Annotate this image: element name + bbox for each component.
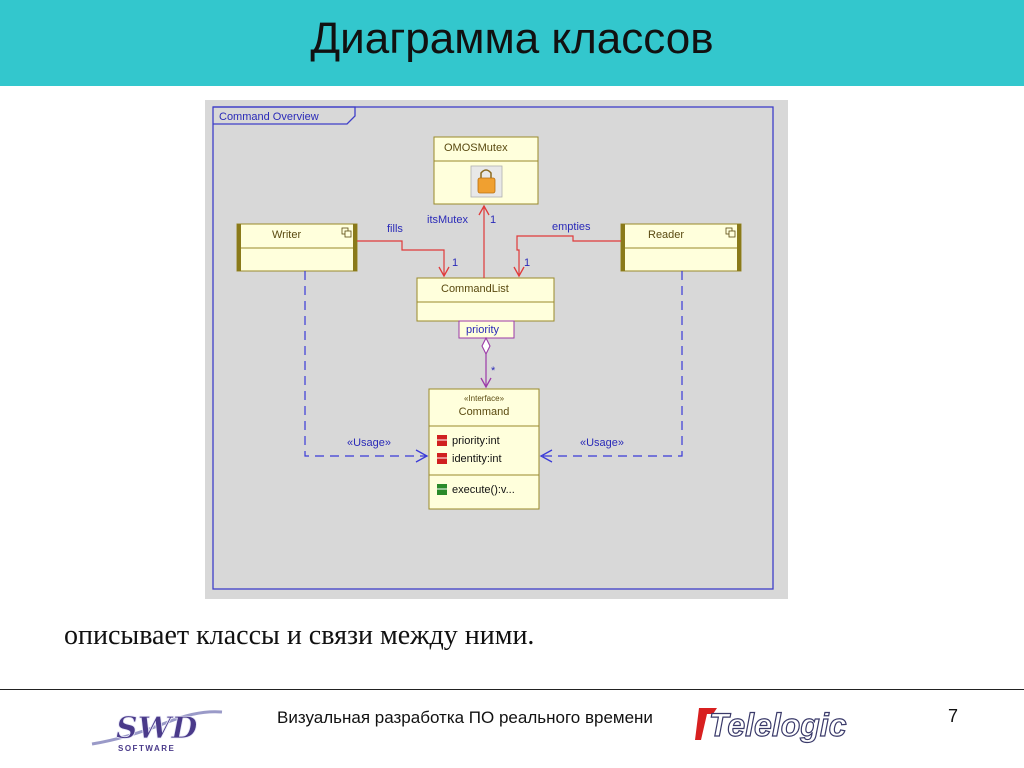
slide-caption: описывает классы и связи между ними. [64, 620, 535, 651]
attribute-icon [437, 435, 447, 446]
label-empties: empties [552, 221, 591, 233]
commandlist-name: CommandList [441, 283, 509, 295]
label-usage-right: «Usage» [580, 437, 624, 449]
active-class-icon [341, 227, 352, 238]
title-bar [0, 0, 1024, 86]
slide-title: Диаграмма классов [310, 14, 714, 63]
omosmutex-name: OMOSMutex [444, 142, 508, 154]
svg-text:SWD: SWD [116, 711, 197, 746]
class-reader[interactable]: Reader [620, 223, 742, 272]
attribute-icon [437, 453, 447, 464]
attribute-priority[interactable]: priority:int [437, 435, 500, 447]
dependency-usage-right [539, 271, 683, 463]
writer-name: Writer [272, 229, 301, 241]
operation-icon [437, 484, 447, 495]
label-itsmutex: itsMutex [427, 214, 468, 226]
class-diagram: Command Overview OMOSMutex Writer [212, 106, 774, 590]
svg-text:SOFTWARE: SOFTWARE [118, 744, 175, 753]
reader-name: Reader [648, 229, 684, 241]
label-fills: fills [387, 223, 403, 235]
active-class-icon [725, 227, 736, 238]
dependency-usage-left [304, 271, 429, 463]
svg-text:execute():v...: execute():v... [452, 484, 515, 496]
frame-label-tab [213, 106, 356, 125]
label-usage-left: «Usage» [347, 437, 391, 449]
class-command[interactable]: «Interface» Command priority:int identit… [428, 388, 540, 510]
association-empties [513, 235, 621, 278]
page-number: 7 [948, 706, 959, 726]
command-name: Command [459, 406, 510, 418]
qualifier-priority: priority [458, 320, 515, 339]
mult-empties: 1 [524, 257, 530, 269]
class-omosmutex[interactable]: OMOSMutex [433, 136, 539, 205]
svg-text:priority: priority [466, 324, 500, 336]
footer-text: Визуальная разработка ПО реального време… [277, 708, 653, 727]
class-writer[interactable]: Writer [236, 223, 358, 272]
svg-text:priority:int: priority:int [452, 435, 500, 447]
association-fills [357, 240, 450, 278]
aggregation-diamond [481, 336, 491, 356]
frame-label: Command Overview [219, 111, 319, 123]
swd-software-logo: SWD SOFTWARE [91, 710, 223, 753]
class-commandlist[interactable]: CommandList [416, 277, 555, 322]
diagram-border [212, 106, 774, 590]
lock-icon [470, 165, 503, 198]
svg-text:identity:int: identity:int [452, 453, 502, 465]
operation-execute[interactable]: execute():v... [437, 484, 515, 496]
telelogic-logo: Telelogic [695, 706, 847, 744]
command-stereotype: «Interface» [464, 394, 505, 403]
mult-star: * [491, 365, 496, 377]
attribute-identity[interactable]: identity:int [437, 453, 502, 465]
diagram-frame: Command Overview OMOSMutex Writer [205, 100, 788, 599]
svg-text:Telelogic: Telelogic [709, 707, 847, 743]
footer-divider [0, 689, 1024, 690]
mult-fills: 1 [452, 257, 458, 269]
mult-mutex: 1 [490, 214, 496, 226]
